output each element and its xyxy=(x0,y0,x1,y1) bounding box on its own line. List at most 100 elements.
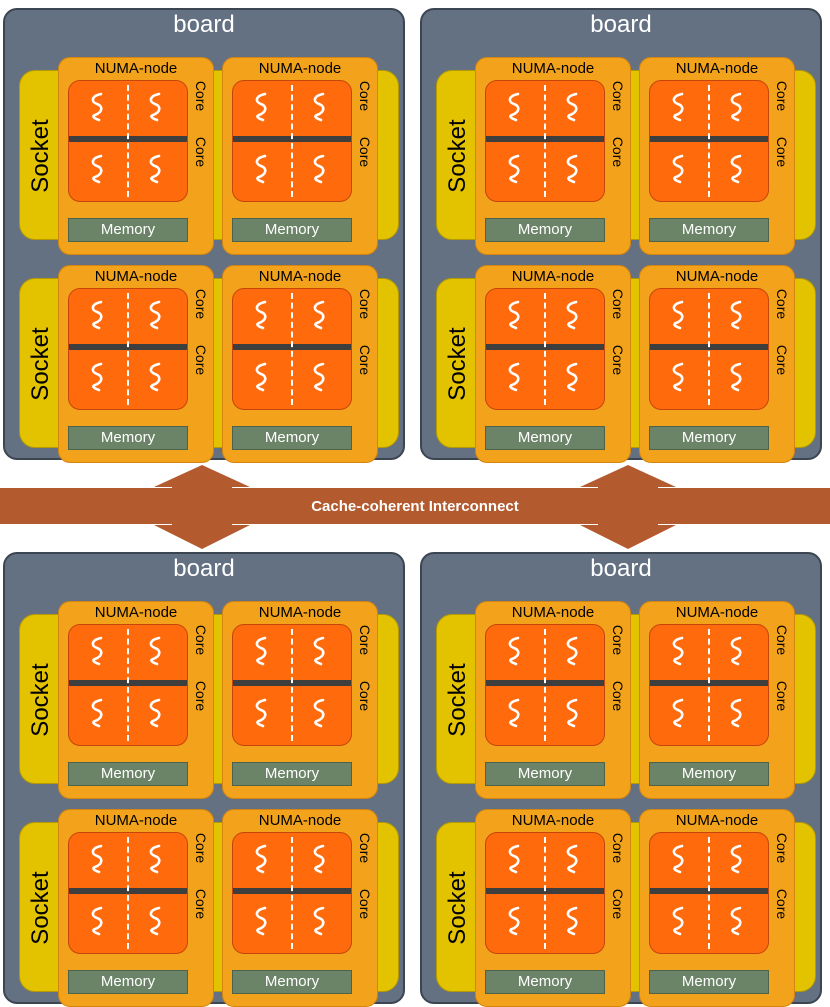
core-block xyxy=(68,288,188,410)
core-block xyxy=(485,624,605,746)
memory-block: Memory xyxy=(485,426,605,450)
thread-icon xyxy=(309,153,331,185)
thread-divider xyxy=(291,85,293,197)
memory-block: Memory xyxy=(649,218,769,242)
thread-icon xyxy=(504,91,526,123)
numa-node-label: NUMA-node xyxy=(258,268,342,285)
thread-divider xyxy=(708,85,710,197)
memory-block: Memory xyxy=(649,762,769,786)
memory-block: Memory xyxy=(232,762,352,786)
board-title: board xyxy=(173,555,235,582)
thread-icon xyxy=(251,299,273,331)
thread-icon xyxy=(145,905,167,937)
core-block xyxy=(68,624,188,746)
core-block xyxy=(232,832,352,954)
thread-icon xyxy=(145,153,167,185)
numa-node-label: NUMA-node xyxy=(511,60,595,77)
thread-divider xyxy=(708,629,710,741)
thread-icon xyxy=(87,905,109,937)
thread-icon xyxy=(726,91,748,123)
thread-icon xyxy=(504,843,526,875)
thread-icon xyxy=(504,697,526,729)
board-title: board xyxy=(590,11,652,38)
core-block xyxy=(649,288,769,410)
memory-block: Memory xyxy=(232,218,352,242)
thread-icon xyxy=(87,843,109,875)
numa-node-label: NUMA-node xyxy=(511,812,595,829)
thread-icon xyxy=(87,361,109,393)
numa-node-label: NUMA-node xyxy=(675,60,759,77)
interconnect-band xyxy=(0,488,830,524)
core-block xyxy=(485,80,605,202)
thread-icon xyxy=(309,361,331,393)
thread-icon xyxy=(562,697,584,729)
memory-block: Memory xyxy=(649,970,769,994)
thread-icon xyxy=(668,843,690,875)
numa-node-label: NUMA-node xyxy=(511,268,595,285)
thread-icon xyxy=(562,153,584,185)
core-block xyxy=(232,80,352,202)
thread-icon xyxy=(504,361,526,393)
thread-icon xyxy=(145,635,167,667)
thread-icon xyxy=(251,697,273,729)
thread-icon xyxy=(504,635,526,667)
thread-divider xyxy=(127,629,129,741)
thread-icon xyxy=(251,153,273,185)
numa-node-label: NUMA-node xyxy=(94,268,178,285)
thread-icon xyxy=(562,299,584,331)
numa-node-label: NUMA-node xyxy=(94,604,178,621)
thread-divider xyxy=(127,293,129,405)
interconnect-label: Cache-coherent Interconnect xyxy=(311,498,519,515)
numa-node-label: NUMA-node xyxy=(675,604,759,621)
thread-divider xyxy=(708,837,710,949)
thread-icon xyxy=(145,361,167,393)
thread-icon xyxy=(726,635,748,667)
memory-block: Memory xyxy=(485,970,605,994)
thread-icon xyxy=(726,697,748,729)
thread-icon xyxy=(562,635,584,667)
core-block xyxy=(485,288,605,410)
thread-icon xyxy=(309,905,331,937)
thread-icon xyxy=(562,905,584,937)
numa-node-label: NUMA-node xyxy=(258,60,342,77)
numa-node-label: NUMA-node xyxy=(511,604,595,621)
thread-divider xyxy=(291,293,293,405)
memory-block: Memory xyxy=(232,426,352,450)
left-interconnect-arrow xyxy=(154,465,250,549)
thread-divider xyxy=(291,629,293,741)
thread-divider xyxy=(127,85,129,197)
thread-divider xyxy=(544,293,546,405)
thread-icon xyxy=(668,153,690,185)
numa-node-label: NUMA-node xyxy=(675,268,759,285)
thread-icon xyxy=(309,91,331,123)
numa-node-label: NUMA-node xyxy=(94,812,178,829)
thread-icon xyxy=(251,905,273,937)
thread-icon xyxy=(251,635,273,667)
thread-icon xyxy=(145,843,167,875)
thread-icon xyxy=(668,91,690,123)
memory-block: Memory xyxy=(485,762,605,786)
thread-icon xyxy=(309,299,331,331)
board-title: board xyxy=(590,555,652,582)
